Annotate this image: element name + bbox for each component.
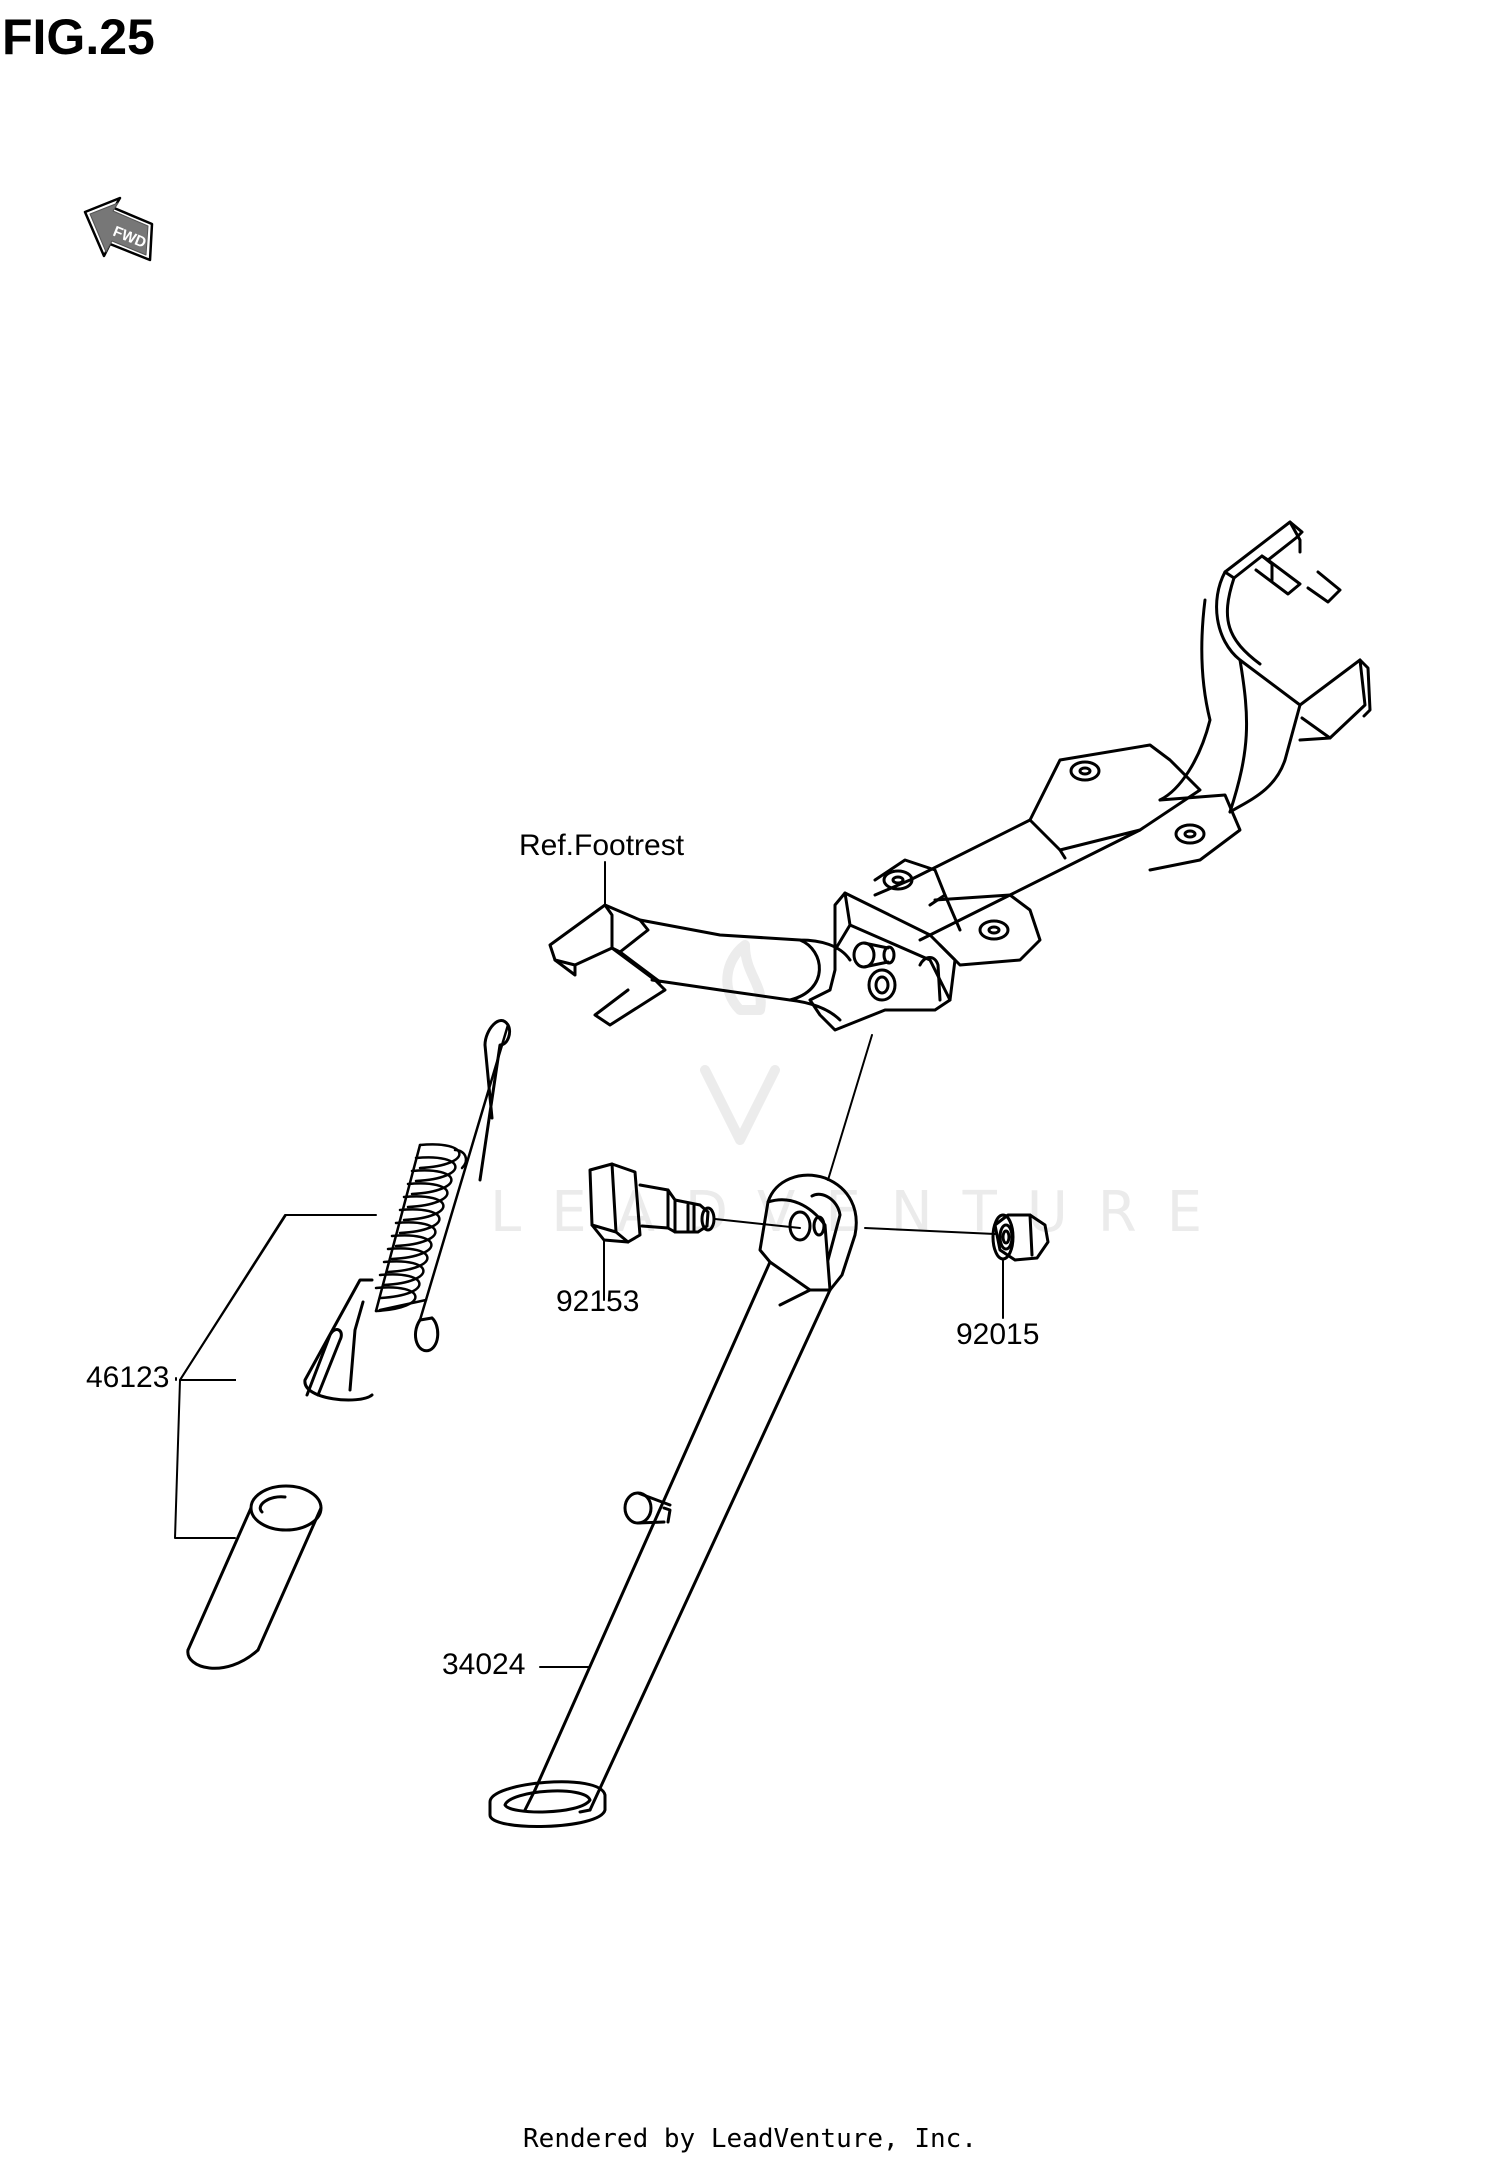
bolt-axis-line	[714, 1218, 801, 1229]
footer-credit: Rendered by LeadVenture, Inc.	[523, 2124, 977, 2154]
collar-part	[186, 1484, 323, 1670]
side-stand-part	[488, 1034, 873, 1828]
callout-side-stand-34024: 34024	[442, 1648, 526, 1681]
callout-nut-92015: 92015	[956, 1318, 1040, 1351]
fwd-arrow-icon: FWD	[83, 196, 154, 262]
bolt-part	[588, 1162, 716, 1244]
callout-spring-46123: 46123	[86, 1361, 170, 1394]
callout-ref-footrest: Ref.Footrest	[519, 829, 685, 862]
spring-coils	[374, 1143, 468, 1313]
figure-title: FIG.25	[2, 9, 155, 65]
nut-part	[991, 1213, 1050, 1262]
callout-bolt-92153: 92153	[556, 1285, 640, 1318]
watermark-logo	[700, 940, 780, 1145]
spring-part	[303, 1019, 512, 1402]
spring-wire	[418, 1023, 510, 1322]
spring-label-leader	[180, 1379, 236, 1381]
nut-axis-line	[864, 1227, 996, 1235]
spring-leader-lines	[174, 1214, 377, 1539]
footrest-bracket	[548, 520, 1372, 1032]
